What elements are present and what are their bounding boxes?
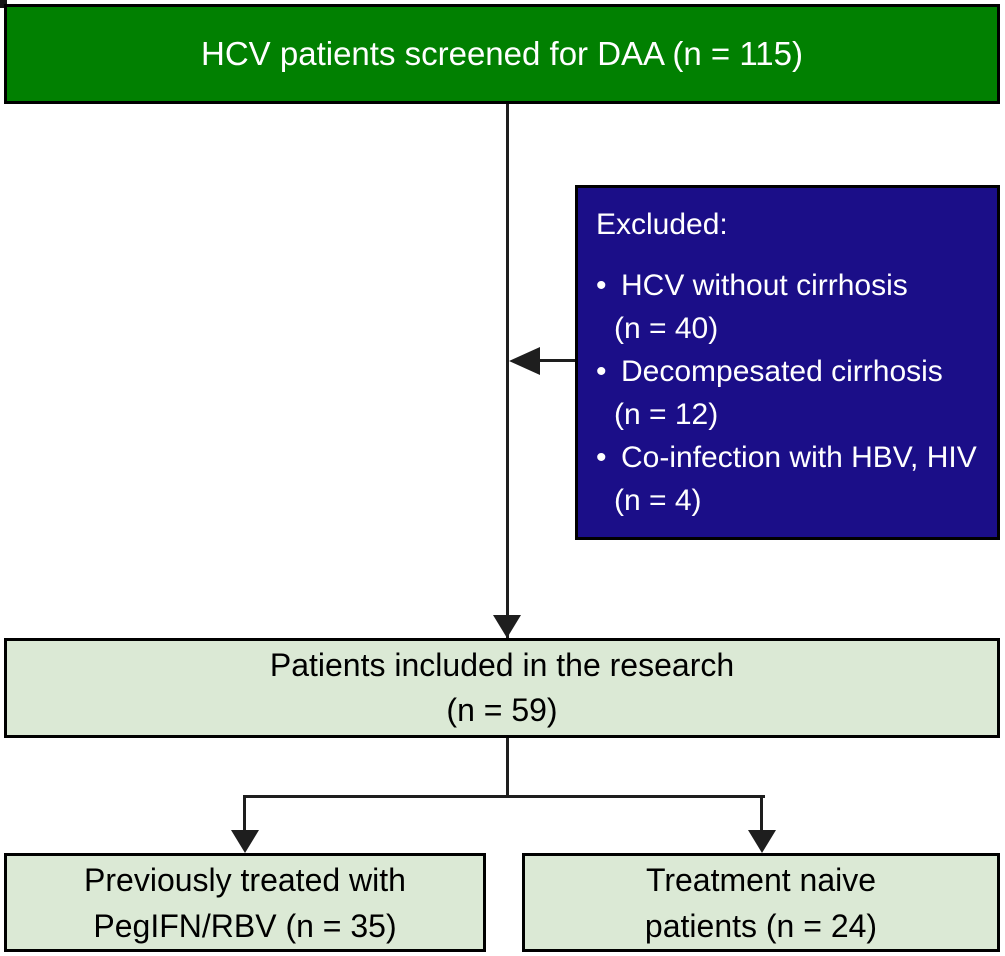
included-box-line2: (n = 59): [446, 692, 558, 728]
screened-box: HCV patients screened for DAA (n = 115): [4, 4, 1000, 104]
excluded-heading: Excluded:: [596, 208, 728, 241]
treatment-naive-line1: Treatment naive: [645, 861, 877, 898]
corner-artifact-mark: [0, 0, 7, 8]
excluded-item: • Co-infection with HBV, HIV (n = 4): [596, 436, 977, 522]
connector-branch-to-treatment-naive: [760, 798, 763, 832]
bullet-icon: •: [596, 355, 607, 388]
arrowhead-down-treatment-naive-icon: [748, 830, 776, 853]
excluded-item-label: Co-infection with HBV, HIV: [621, 441, 977, 474]
connector-excluded-to-main: [540, 359, 575, 362]
excluded-item-count: (n = 12): [614, 398, 719, 431]
connector-included-to-branch: [506, 738, 509, 797]
treatment-naive-box: Treatment naive patients (n = 24): [522, 853, 1000, 952]
excluded-box: Excluded: • HCV without cirrhosis (n = 4…: [575, 185, 1000, 540]
excluded-item-label: HCV without cirrhosis: [621, 269, 908, 302]
excluded-item-count: (n = 40): [614, 312, 719, 345]
previously-treated-line1: Previously treated with: [84, 861, 406, 898]
excluded-item: • Decompesated cirrhosis (n = 12): [596, 350, 943, 436]
screened-box-label: HCV patients screened for DAA (n = 115): [201, 35, 803, 72]
bullet-icon: •: [596, 269, 607, 302]
excluded-item: • HCV without cirrhosis (n = 40): [596, 264, 908, 350]
connector-screened-to-included: [506, 104, 509, 638]
included-box-line1: Patients included in the research: [269, 647, 735, 683]
arrowhead-down-previously-treated-icon: [231, 830, 259, 853]
previously-treated-line2: PegIFN/RBV (n = 35): [93, 907, 397, 944]
branch-line: [243, 795, 765, 798]
arrowhead-left-excluded-icon: [509, 347, 540, 375]
connector-branch-to-previously-treated: [243, 798, 246, 832]
previously-treated-box: Previously treated with PegIFN/RBV (n = …: [4, 853, 486, 952]
treatment-naive-line2: patients (n = 24): [644, 907, 878, 944]
included-box: Patients included in the research (n = 5…: [4, 638, 1000, 738]
bullet-icon: •: [596, 441, 607, 474]
arrowhead-down-included-icon: [493, 615, 521, 638]
excluded-item-count: (n = 4): [614, 484, 702, 517]
excluded-item-label: Decompesated cirrhosis: [621, 355, 943, 388]
